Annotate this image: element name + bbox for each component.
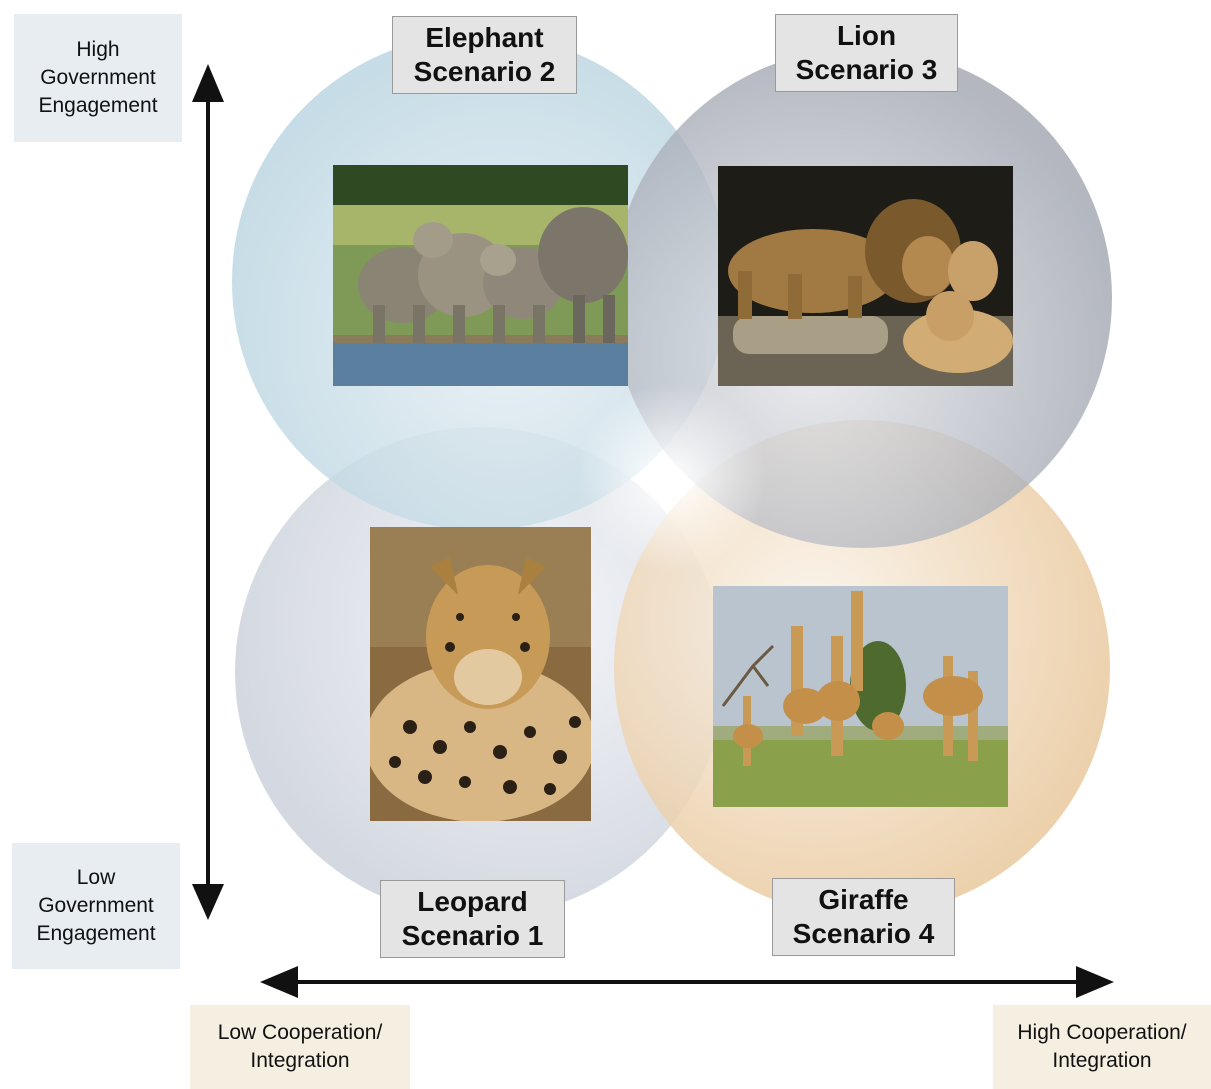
horizontal-arrow-left (260, 966, 298, 998)
leopard-photo (370, 527, 591, 821)
vertical-arrow-down (192, 884, 224, 920)
leopard-scenario-label: Leopard Scenario 1 (380, 880, 565, 958)
giraffe-scenario-label: Giraffe Scenario 4 (772, 878, 955, 956)
horizontal-arrow-right (1076, 966, 1114, 998)
vertical-arrow-up (192, 64, 224, 102)
center-glow (577, 383, 767, 573)
high-cooperation-label: High Cooperation/ Integration (993, 1005, 1211, 1089)
low-government-engagement-label: Low Government Engagement (12, 843, 180, 969)
lion-photo (718, 166, 1013, 386)
elephant-photo (333, 165, 628, 386)
lion-scenario-label: Lion Scenario 3 (775, 14, 958, 92)
elephant-scenario-label: Elephant Scenario 2 (392, 16, 577, 94)
low-cooperation-label: Low Cooperation/ Integration (190, 1005, 410, 1089)
high-government-engagement-label: High Government Engagement (14, 14, 182, 142)
giraffe-photo (713, 586, 1008, 807)
